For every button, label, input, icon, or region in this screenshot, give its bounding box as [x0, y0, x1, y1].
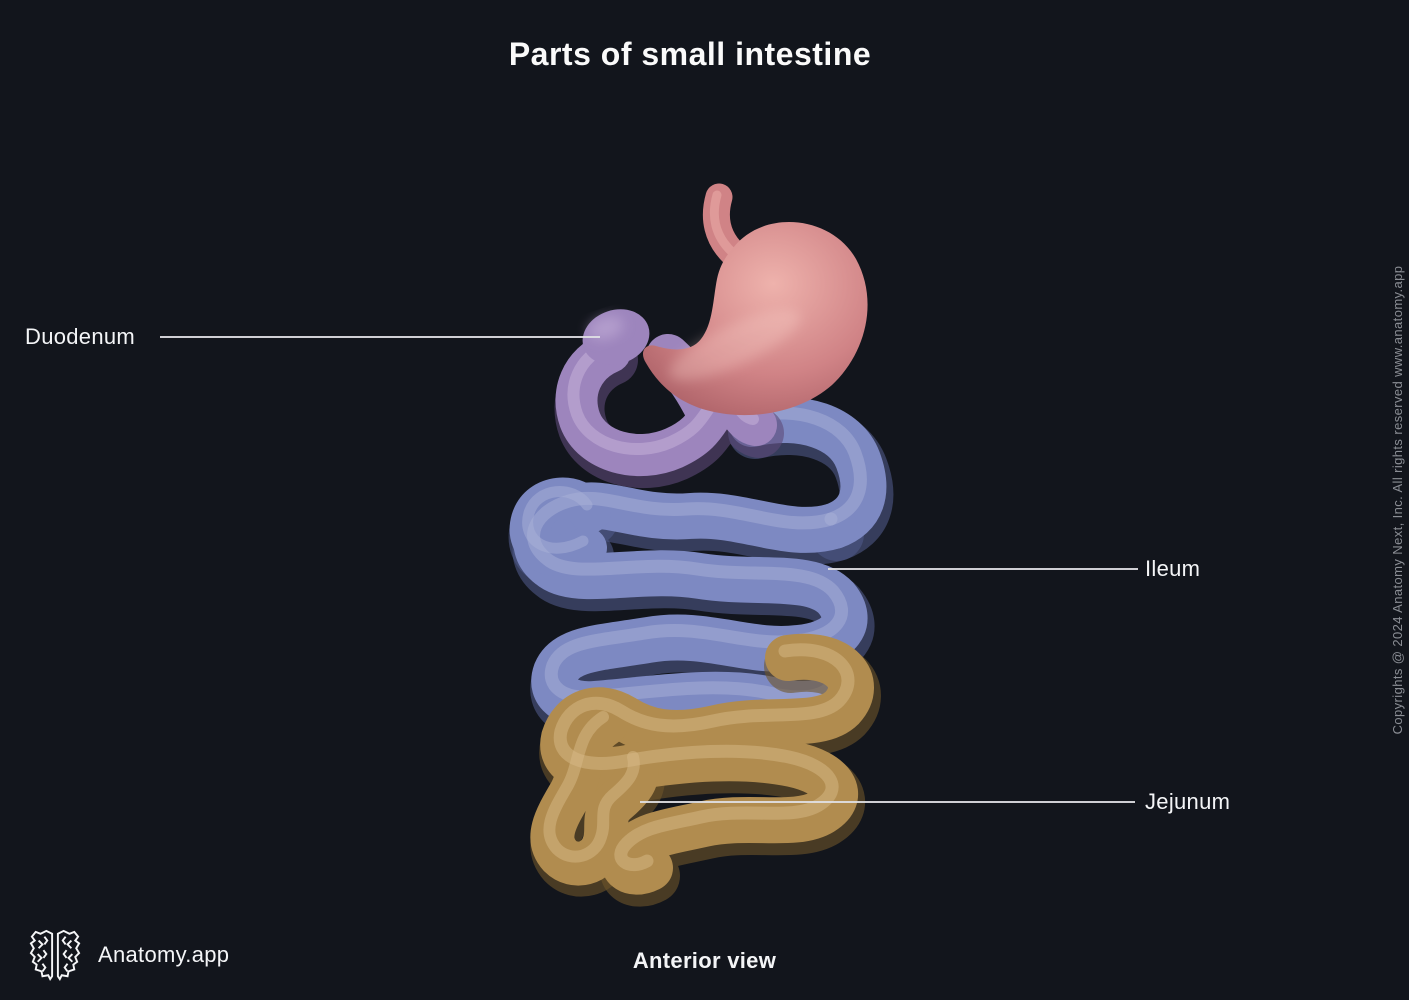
view-label: Anterior view [632, 948, 777, 973]
brand-footer: Anatomy.app [28, 928, 229, 982]
jejunum-leader-line [640, 801, 1135, 803]
brain-logo-icon [29, 929, 81, 982]
ileum-leader-line [828, 568, 1138, 570]
duodenum-shape [574, 309, 759, 463]
jejunum-label: Jejunum [1145, 789, 1231, 814]
ileum-label: Ileum [1145, 556, 1201, 581]
duodenum-label: Duodenum [25, 324, 136, 349]
brand-name: Anatomy.app [98, 942, 230, 967]
stomach-shape [642, 195, 868, 416]
copyright-notice: Copyrights @ 2024 Anatomy Next, Inc. All… [1390, 265, 1405, 735]
duodenum-leader-line [160, 336, 600, 338]
page-title: Parts of small intestine [508, 36, 872, 72]
